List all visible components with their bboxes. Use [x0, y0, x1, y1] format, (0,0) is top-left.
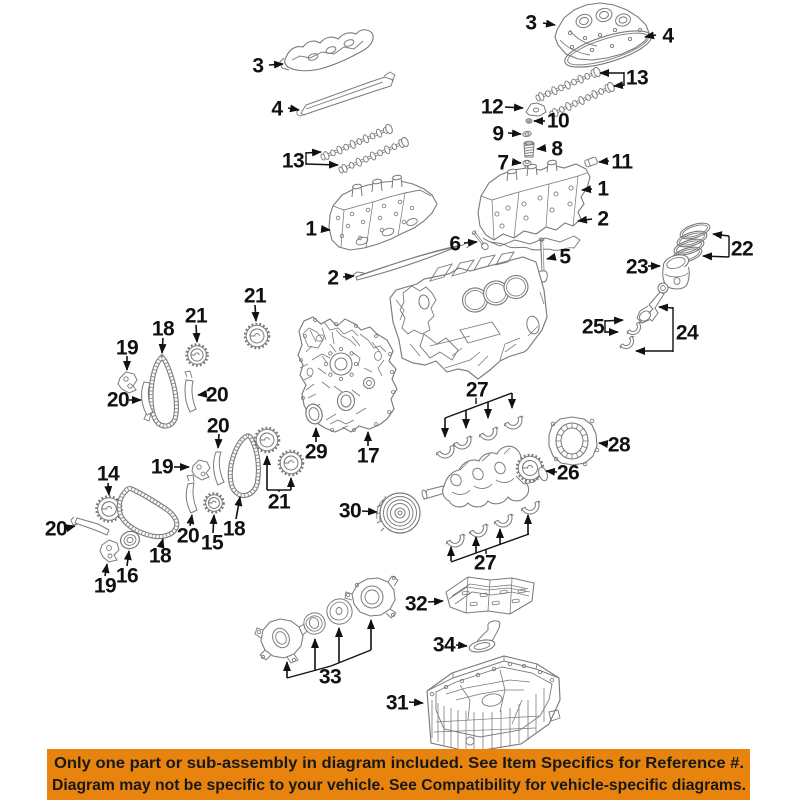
svg-text:24: 24	[676, 322, 699, 345]
svg-text:34: 34	[433, 634, 456, 657]
svg-text:20: 20	[206, 384, 228, 407]
svg-text:33: 33	[319, 666, 341, 689]
svg-text:1: 1	[305, 218, 317, 241]
svg-text:28: 28	[608, 434, 631, 457]
svg-text:27: 27	[466, 379, 488, 402]
svg-text:18: 18	[152, 318, 175, 341]
svg-text:17: 17	[357, 445, 379, 468]
svg-text:Diagram may not be specific to: Diagram may not be specific to your vehi…	[52, 777, 746, 794]
svg-text:7: 7	[497, 152, 508, 175]
svg-text:20: 20	[207, 415, 229, 438]
svg-text:4: 4	[271, 98, 283, 121]
svg-text:20: 20	[45, 518, 67, 541]
svg-text:20: 20	[107, 389, 129, 412]
svg-text:6: 6	[449, 233, 460, 256]
svg-text:12: 12	[481, 96, 503, 119]
svg-text:21: 21	[185, 305, 208, 328]
svg-text:3: 3	[525, 12, 536, 35]
svg-text:19: 19	[151, 456, 173, 479]
svg-text:1: 1	[597, 178, 609, 201]
svg-text:31: 31	[386, 692, 409, 715]
svg-text:32: 32	[405, 593, 427, 616]
svg-text:13: 13	[626, 67, 648, 90]
svg-text:26: 26	[557, 462, 579, 485]
svg-text:19: 19	[94, 575, 116, 598]
svg-text:5: 5	[559, 246, 571, 269]
svg-text:3: 3	[252, 55, 263, 78]
svg-text:4: 4	[662, 25, 674, 48]
svg-text:2: 2	[597, 208, 608, 231]
svg-text:29: 29	[305, 441, 327, 464]
svg-text:22: 22	[731, 238, 753, 261]
svg-text:20: 20	[177, 525, 199, 548]
svg-text:9: 9	[492, 123, 503, 146]
svg-text:21: 21	[244, 285, 267, 308]
svg-text:21: 21	[268, 491, 291, 514]
svg-text:2: 2	[327, 267, 338, 290]
svg-text:Only one part or sub-assembly: Only one part or sub-assembly in diagram…	[54, 755, 744, 772]
svg-text:14: 14	[97, 463, 120, 486]
svg-text:15: 15	[201, 532, 224, 555]
svg-text:18: 18	[223, 518, 246, 541]
svg-text:16: 16	[116, 565, 138, 588]
svg-text:25: 25	[582, 316, 605, 339]
svg-text:8: 8	[551, 138, 563, 161]
svg-text:18: 18	[149, 545, 172, 568]
svg-text:27: 27	[474, 552, 496, 575]
svg-text:11: 11	[611, 151, 633, 174]
svg-text:10: 10	[547, 110, 569, 133]
svg-text:30: 30	[339, 500, 361, 523]
svg-text:19: 19	[116, 337, 138, 360]
svg-text:13: 13	[282, 150, 304, 173]
svg-text:23: 23	[626, 256, 648, 279]
